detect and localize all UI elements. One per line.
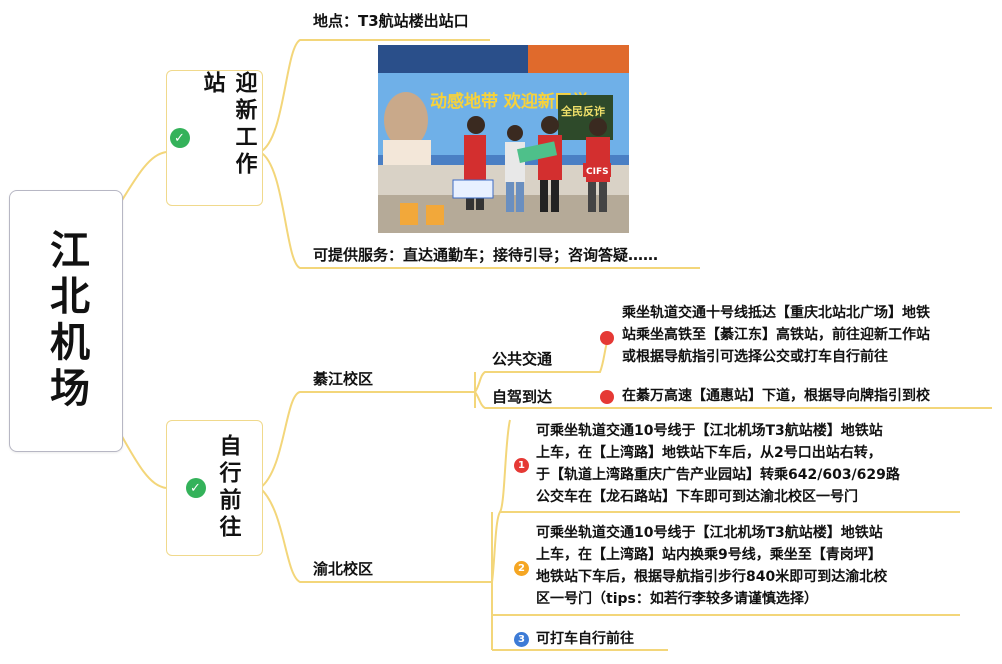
branch-welcome-label: 迎新工作站 — [199, 71, 257, 179]
welcome-location: 地点：T3航站楼出站口 — [313, 12, 469, 30]
yubei-route-1: 可乘坐轨道交通10号线于【江北机场T3航站楼】地铁站 上车，在【上湾路】地铁站下… — [536, 423, 900, 505]
cifs-tag: CIFS — [586, 167, 609, 177]
red-dot-icon — [600, 390, 614, 404]
method-self-drive[interactable]: 自驾到达 — [492, 388, 553, 406]
root-node[interactable]: 江北机场 — [9, 190, 123, 452]
campus-qijiang[interactable]: 綦江校区 — [313, 370, 374, 388]
number-three-icon: 3 — [514, 632, 529, 647]
welcome-photo: 动感地带 欢迎新同学 全民反诈 CIFS — [378, 45, 629, 233]
banner-text: 动感地带 欢迎新同学 — [430, 91, 589, 112]
campus-yubei[interactable]: 渝北校区 — [313, 560, 374, 578]
check-icon: ✓ — [185, 478, 206, 498]
red-dot-icon — [600, 331, 614, 345]
board-text: 全民反诈 — [560, 104, 605, 118]
number-one-icon: 1 — [514, 458, 529, 473]
number-two-icon: 2 — [514, 561, 529, 576]
public-transport-desc: 乘坐轨道交通十号线抵达【重庆北站北广场】地铁 站乘坐高铁至【綦江东】高铁站，前往… — [622, 305, 930, 365]
branch-welcome-station[interactable]: ✓ 迎新工作站 — [166, 70, 263, 206]
self-drive-desc: 在綦万高速【通惠站】下道，根据导向牌指引到校 — [622, 388, 930, 404]
branch-self-label: 自行前往 — [215, 434, 241, 542]
yubei-route-2: 可乘坐轨道交通10号线于【江北机场T3航站楼】地铁站 上车，在【上湾路】站内换乘… — [536, 525, 888, 607]
method-public-transport[interactable]: 公共交通 — [492, 350, 553, 368]
yubei-route-3: 可打车自行前往 — [536, 631, 634, 647]
branch-self-travel[interactable]: ✓ 自行前往 — [166, 420, 263, 556]
root-label: 江北机场 — [43, 229, 89, 413]
check-icon: ✓ — [169, 128, 190, 148]
welcome-services: 可提供服务：直达通勤车；接待引导；咨询答疑…… — [313, 246, 659, 264]
